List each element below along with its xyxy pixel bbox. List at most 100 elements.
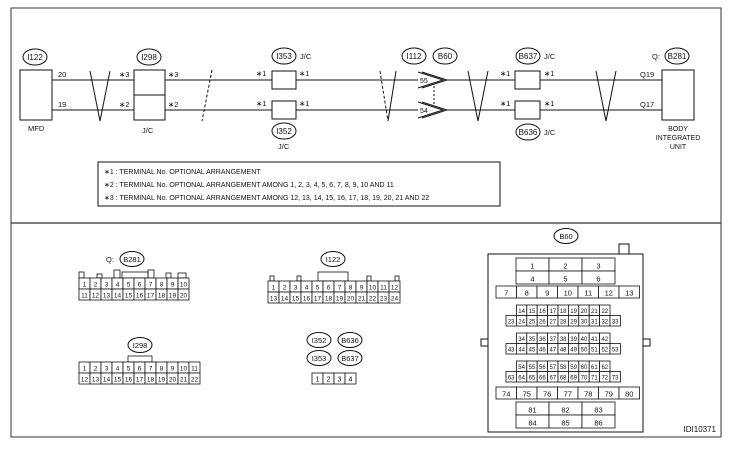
b60-block2-row2-pin: 43 <box>508 348 515 354</box>
i122-row2-pin: 23 <box>380 296 388 303</box>
b281-row2-pin: 18 <box>158 293 166 300</box>
b60-block3-row2-pin: 63 <box>508 376 515 382</box>
b60-row7-pin: 10 <box>564 289 572 298</box>
small-id-i353: I353 <box>312 354 327 363</box>
i122-row2-pin: 18 <box>325 296 333 303</box>
b60-block2-row1-pin: 39 <box>570 337 577 343</box>
i122-id-oval <box>320 251 346 267</box>
i298-row1-pin: 7 <box>149 366 153 373</box>
b281-row1-pin: 10 <box>180 282 188 289</box>
b60-block1-row2-pin: 25 <box>529 320 536 326</box>
b60-block2-row2-pin: 49 <box>570 348 577 354</box>
small-id-b637-oval <box>337 350 363 366</box>
b60-bottom2-pin: 86 <box>594 419 602 428</box>
b60-row7-pin: 12 <box>605 289 613 298</box>
i298-id-oval <box>127 337 153 353</box>
b60-block3-row2-pin: 73 <box>612 376 619 382</box>
i298-row2-pin: 12 <box>81 377 89 384</box>
i298-row1-pin: 6 <box>138 366 142 373</box>
b60-block3-row2-pin: 70 <box>581 376 588 382</box>
b60-block3-row1-pin: 60 <box>581 365 588 371</box>
i122-row2-pin: 17 <box>314 296 322 303</box>
mfd-connector <box>19 69 53 121</box>
b60-block3-row2-pin: 68 <box>560 376 567 382</box>
joint-id-b60: B60 <box>438 52 453 61</box>
b281-row2-pin: 14 <box>114 293 122 300</box>
b60-row74-cell <box>618 386 640 400</box>
b60-top2-cell <box>581 270 616 285</box>
b281-row2-cell <box>177 288 190 301</box>
b60-block3-row2-pin: 66 <box>539 376 546 382</box>
i298-row2-pin: 19 <box>158 377 166 384</box>
mfd-pin-bottom: 19 <box>58 100 66 109</box>
small-row-pin: 3 <box>338 377 342 384</box>
b60-block2-row1-pin: 41 <box>591 337 598 343</box>
b60-top2-pin: 5 <box>563 275 567 284</box>
jc-i298-id: I298 <box>141 53 157 62</box>
i298-row2-pin: 17 <box>136 377 144 384</box>
b60-block2-row2-pin: 47 <box>549 348 556 354</box>
i122-row1-pin: 3 <box>294 285 298 292</box>
i122-row2-pin: 22 <box>369 296 377 303</box>
i122-row2-cell <box>388 291 401 304</box>
b60-block1-row2-cell <box>609 315 621 327</box>
small-id-b637: B637 <box>341 354 359 363</box>
b60-block3-row2-pin: 71 <box>591 376 598 382</box>
b60-row74-pin: 75 <box>523 390 531 399</box>
i298-row1-pin: 4 <box>116 366 120 373</box>
jc-b637-mark-right: ∗1 <box>544 69 554 78</box>
b60-top1-pin: 2 <box>563 262 567 271</box>
note-2: ∗2 : TERMINAL No. OPTIONAL ARRANGEMENT A… <box>104 182 394 189</box>
b60-block3-row1-pin: 55 <box>529 365 536 371</box>
i298-row2-pin: 14 <box>103 377 111 384</box>
jc-i353-mark-right: ∗1 <box>299 69 309 78</box>
b60-top1-pin: 1 <box>530 262 534 271</box>
small-row-cell <box>344 372 357 385</box>
jc-b637-id: B637 <box>519 52 538 61</box>
small-row-pin: 1 <box>316 377 320 384</box>
b60-block3-row2-pin: 69 <box>570 376 577 382</box>
jc-i352-mark-left: ∗1 <box>256 99 266 108</box>
i298-id: I298 <box>133 341 148 350</box>
b281-row2-pin: 16 <box>136 293 144 300</box>
small-id-i353-oval <box>306 350 332 366</box>
jc-i298-mark-right-top: ∗3 <box>168 70 178 79</box>
mfd-connector-id: I122 <box>27 53 43 62</box>
b60-block1-row2-pin: 24 <box>518 320 525 326</box>
upper-labels: I122 MFD 20 19 I298 J/C ∗3 ∗3 ∗2 ∗2 I353… <box>22 47 700 151</box>
b60-block1-row1-pin: 19 <box>570 309 577 315</box>
b60-block2-row2-pin: 52 <box>601 348 608 354</box>
small-row-pin: 4 <box>349 377 353 384</box>
i122-row1-pin: 8 <box>349 285 353 292</box>
i122-row2-pin: 24 <box>391 296 399 303</box>
b60-block2-row2-pin: 44 <box>518 348 525 354</box>
i122-row1-pin: 2 <box>283 285 287 292</box>
b281-row1-pin: 8 <box>160 282 164 289</box>
b60-block1-row1-pin: 17 <box>549 309 556 315</box>
b60-block3-row1-pin: 62 <box>601 365 608 371</box>
b60-block2-row2-pin: 48 <box>560 348 567 354</box>
i298-row1-pin: 11 <box>191 366 198 373</box>
i122-row2-pin: 21 <box>358 296 366 303</box>
unit-label-line3: UNIT <box>670 144 687 151</box>
b60-bottom1-pin: 83 <box>594 406 602 415</box>
i298-row2-pin: 21 <box>180 377 188 384</box>
b281-row1-pin: 6 <box>138 282 142 289</box>
i122-row2-pin: 15 <box>292 296 300 303</box>
i298-row1-pin: 10 <box>180 366 188 373</box>
b60-block2-row2-pin: 46 <box>539 348 546 354</box>
b60-block1-row2-pin: 31 <box>591 320 598 326</box>
b60-block2-row2-pin: 51 <box>591 348 598 354</box>
jc-i298-label: J/C <box>142 126 154 135</box>
b60-block2-row1-pin: 40 <box>581 337 588 343</box>
b60-id: B60 <box>559 232 572 241</box>
b60-block2-row1-pin: 42 <box>601 337 608 343</box>
b60-block1-row2-pin: 33 <box>612 320 619 326</box>
jc-b637-mark-left: ∗1 <box>500 69 510 78</box>
i298-row1-pin: 3 <box>105 366 109 373</box>
